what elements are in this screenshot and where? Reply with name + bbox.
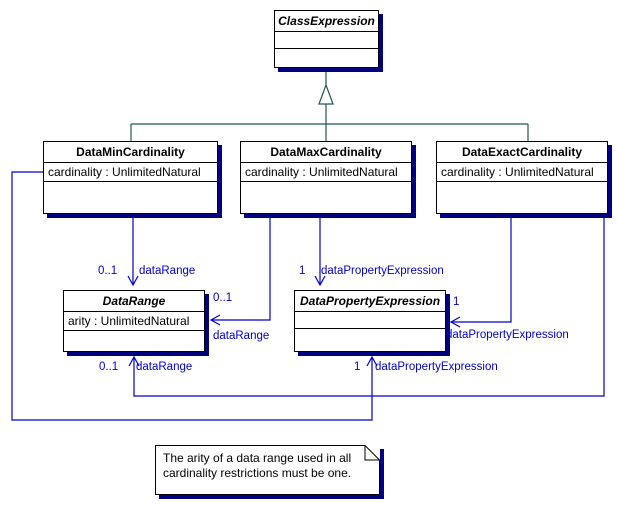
class-name-data-range: DataRange xyxy=(64,291,204,312)
assoc-label-min-dpe-role: dataPropertyExpression xyxy=(375,361,498,373)
class-attribute-data-exact-cardinality: cardinality : UnlimitedNatural xyxy=(437,163,607,182)
class-name-data-exact-cardinality: DataExactCardinality xyxy=(437,142,607,163)
class-box-data-property-expression[interactable]: DataPropertyExpression xyxy=(294,290,446,352)
class-name-data-min-cardinality: DataMinCardinality xyxy=(44,142,217,163)
note-line-2: cardinality restrictions must be one. xyxy=(163,466,352,480)
assoc-label-exact-datarange-role: dataRange xyxy=(136,361,193,373)
class-attribute-data-max-cardinality: cardinality : UnlimitedNatural xyxy=(241,163,411,182)
class-attribute-data-range: arity : UnlimitedNatural xyxy=(64,312,204,331)
generalization-triangle xyxy=(318,83,334,105)
note-arity-constraint[interactable]: The arity of a data range used in all ca… xyxy=(155,445,380,495)
class-operations-data-max-cardinality xyxy=(241,182,411,186)
assoc-label-max-datarange-multiplicity: 0..1 xyxy=(213,292,233,304)
class-attributes-class-expression xyxy=(275,32,378,49)
assoc-label-min-datarange-multiplicity: 0..1 xyxy=(98,265,118,277)
class-box-data-min-cardinality[interactable]: DataMinCardinality cardinality : Unlimit… xyxy=(43,141,218,214)
class-name-data-property-expression: DataPropertyExpression xyxy=(295,291,445,312)
class-attributes-data-property-expression xyxy=(295,312,445,329)
class-box-data-max-cardinality[interactable]: DataMaxCardinality cardinality : Unlimit… xyxy=(240,141,412,214)
assoc-label-exact-datarange-multiplicity: 0..1 xyxy=(99,361,119,373)
note-shape-icon xyxy=(155,445,380,495)
class-operations-data-property-expression xyxy=(295,329,445,333)
generalization-edges xyxy=(130,68,529,141)
class-attribute-data-min-cardinality: cardinality : UnlimitedNatural xyxy=(44,163,217,182)
class-box-data-range[interactable]: DataRange arity : UnlimitedNatural xyxy=(63,290,205,352)
note-text: The arity of a data range used in all ca… xyxy=(155,445,380,495)
class-box-class-expression[interactable]: ClassExpression xyxy=(274,10,379,68)
class-operations-data-min-cardinality xyxy=(44,182,217,186)
class-box-data-exact-cardinality[interactable]: DataExactCardinality cardinality : Unlim… xyxy=(436,141,608,214)
assoc-label-max-dpe-multiplicity: 1 xyxy=(299,265,306,277)
assoc-label-min-dpe-multiplicity: 1 xyxy=(354,361,361,373)
class-operations-data-range xyxy=(64,331,204,335)
assoc-label-min-datarange-role: dataRange xyxy=(139,265,196,277)
note-line-1: The arity of a data range used in all xyxy=(163,451,352,465)
assoc-label-exact-dpe-multiplicity: 1 xyxy=(453,296,460,308)
class-operations-class-expression xyxy=(275,49,378,53)
assoc-label-exact-dpe-role: dataPropertyExpression xyxy=(446,329,569,341)
assoc-label-max-dpe-role: dataPropertyExpression xyxy=(321,265,444,277)
class-name-class-expression: ClassExpression xyxy=(275,11,378,32)
class-name-data-max-cardinality: DataMaxCardinality xyxy=(241,142,411,163)
edge-exact-datapropertyexpression xyxy=(449,214,512,328)
class-operations-data-exact-cardinality xyxy=(437,182,607,186)
assoc-label-max-datarange-role: dataRange xyxy=(213,330,270,342)
